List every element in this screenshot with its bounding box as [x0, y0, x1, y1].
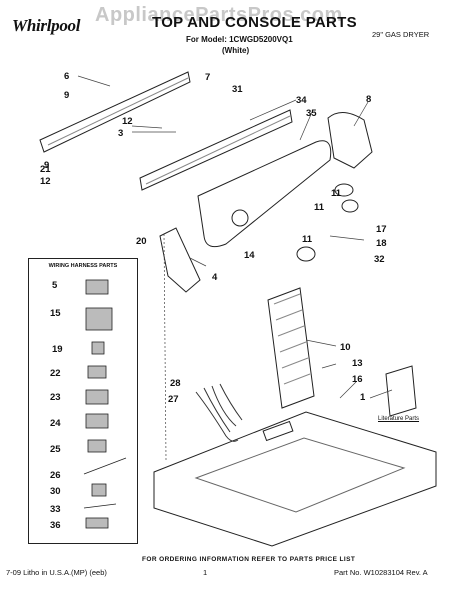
- harness-part-22: [87, 365, 107, 379]
- callout: 11: [331, 188, 342, 199]
- callout: 16: [352, 374, 363, 385]
- model-line: For Model: 1CWGD5200VQ1: [186, 35, 293, 44]
- product-label: 29" GAS DRYER: [372, 30, 430, 39]
- color-line: (White): [222, 46, 250, 55]
- callout: 26: [50, 470, 61, 481]
- harness-part-26: [83, 457, 127, 475]
- harness-part-15: [85, 307, 113, 331]
- wiring-harness-box: WIRING HARNESS PARTS: [28, 258, 138, 544]
- whirlpool-logo: Whirlpool: [12, 16, 81, 35]
- console-bracket: [139, 109, 293, 191]
- console-panel: [197, 140, 332, 248]
- callout: 10: [340, 342, 351, 353]
- knob-32: [296, 246, 316, 262]
- lint-screen: [267, 287, 315, 409]
- ordering-info: FOR ORDERING INFORMATION REFER TO PARTS …: [142, 556, 356, 563]
- callout: 28: [170, 378, 181, 389]
- callout: 4: [212, 272, 218, 283]
- callout: 34: [296, 95, 307, 106]
- callout: 33: [50, 504, 61, 515]
- callout: 9: [44, 160, 49, 171]
- callout: 11: [302, 234, 313, 245]
- callout: 31: [232, 84, 243, 95]
- callout: 35: [306, 108, 317, 119]
- callout: 8: [366, 94, 371, 105]
- callout: 12: [40, 176, 51, 187]
- callout: 17: [376, 224, 387, 235]
- callout: 14: [244, 250, 255, 261]
- callout: 19: [52, 344, 63, 355]
- callout: 18: [376, 238, 387, 249]
- harness-part-19: [91, 341, 105, 355]
- harness-part-33: [83, 503, 117, 509]
- harness-part-5: [85, 279, 109, 295]
- callout: 21: [40, 164, 51, 175]
- callout: 36: [50, 520, 61, 531]
- literature-parts-label: Literature Parts: [378, 416, 420, 422]
- harness-part-36: [85, 517, 109, 529]
- page-number: 1: [203, 568, 208, 577]
- callout: 24: [50, 418, 61, 429]
- page-title: TOP AND CONSOLE PARTS: [152, 14, 357, 31]
- callout: 30: [50, 486, 61, 497]
- harness-part-25: [87, 439, 107, 453]
- callout: 20: [136, 236, 147, 247]
- console-knob-hole: [231, 209, 249, 227]
- knob-18: [341, 199, 359, 213]
- callout: 9: [64, 90, 69, 101]
- callout: 25: [50, 444, 61, 455]
- watermark: AppliancePartsPros.com: [95, 4, 343, 26]
- callout: 23: [50, 392, 61, 403]
- callout: 7: [205, 72, 210, 83]
- dryer-top: [153, 411, 437, 547]
- callout: 1: [360, 392, 366, 403]
- callout: 12: [122, 116, 133, 127]
- callout: 11: [314, 202, 325, 213]
- lint-opening: [262, 420, 294, 442]
- callout: 3: [118, 128, 123, 139]
- callout: 22: [50, 368, 61, 379]
- top-cover-plate: [39, 71, 191, 153]
- callout: 13: [352, 358, 363, 369]
- knob-17: [334, 183, 354, 197]
- callout: 27: [168, 394, 179, 405]
- litho-line: 7-09 Litho in U.S.A.(MP) (eeb): [6, 568, 107, 577]
- harness-part-30: [91, 483, 107, 497]
- end-cap-left: [159, 227, 201, 293]
- callout: 32: [374, 254, 385, 265]
- callout: 6: [64, 71, 69, 82]
- harness-part-23: [85, 389, 109, 405]
- callout: 15: [50, 308, 61, 319]
- end-cap: [327, 112, 373, 169]
- harness-part-24: [85, 413, 109, 429]
- callout: 5: [52, 280, 58, 291]
- part-number: Part No. W10283104 Rev. A: [334, 568, 428, 577]
- wiring-harness-title: WIRING HARNESS PARTS: [48, 263, 118, 269]
- literature-booklet: [385, 365, 417, 417]
